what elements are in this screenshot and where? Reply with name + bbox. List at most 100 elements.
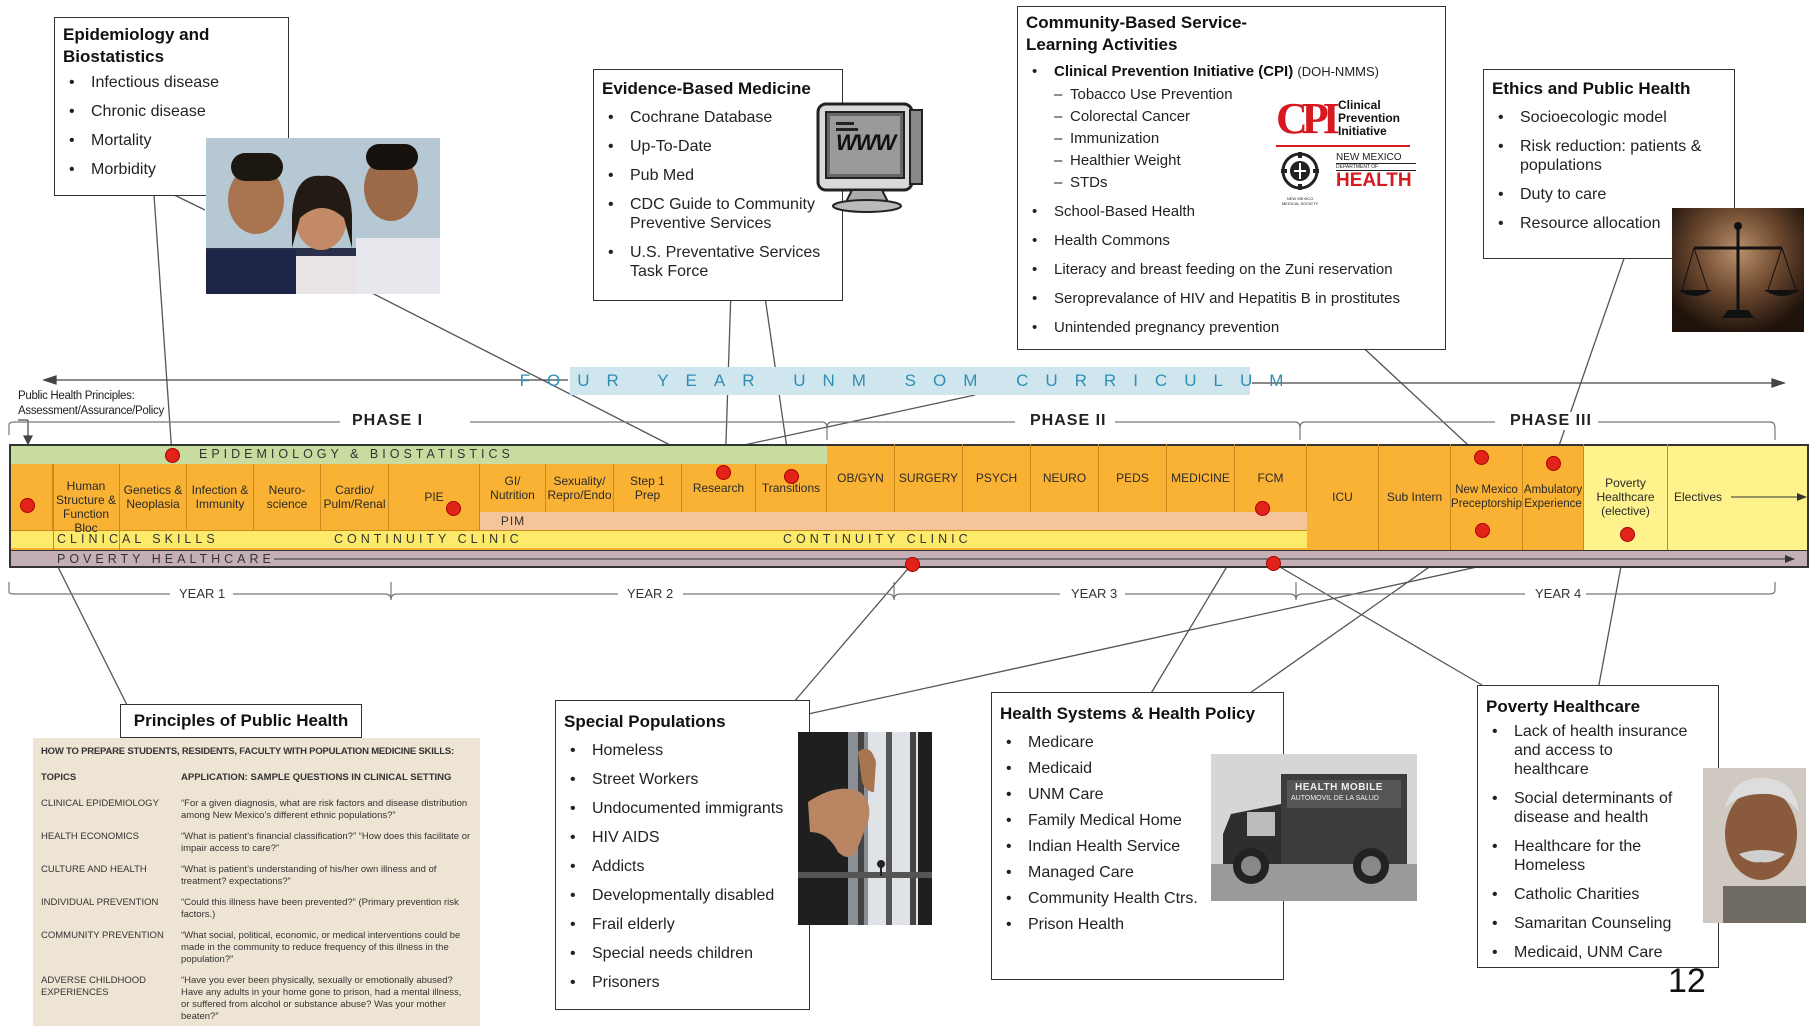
block-neuroscience[interactable]: Neuro-science [254,464,321,530]
block-transitions[interactable]: Transitions [756,464,827,512]
evidence-based-medicine-box: Evidence-Based Medicine Cochrane Databas… [593,69,843,301]
phase-3-label: PHASE III [1504,412,1598,430]
list-item: Family Medical Home [1000,811,1275,830]
block-icu[interactable]: ICU [1307,444,1379,550]
list-item: Clinical Prevention Initiative (CPI) (DO… [1026,62,1437,81]
list-item: Prisoners [564,973,801,992]
list-item: Medicare [1000,733,1275,752]
poverty-healthcare-label: POVERTY HEALTHCARE [57,552,275,566]
marker-dot [1620,527,1635,542]
table-row: INDIVIDUAL PREVENTION “Could this illnes… [41,897,459,920]
hs-box-title: Health Systems & Health Policy [1000,704,1256,723]
table-row: CLINICAL EPIDEMIOLOGY “For a given diagn… [41,798,468,821]
table-row: HEALTH ECONOMICS “What is patient’s fina… [41,831,471,854]
prison-bars-photo [798,732,932,925]
list-item: Managed Care [1000,863,1275,882]
list-item: STDs [1026,173,1437,192]
list-item: Mortality [63,131,280,150]
computer-monitor-icon: www [812,100,927,215]
block-obgyn[interactable]: OB/GYN [827,444,895,512]
poverty-healthcare-box: Poverty Healthcare Lack of health insura… [1477,685,1719,968]
list-item: Homeless [564,741,801,760]
marker-dot [784,469,799,484]
man-portrait-photo [1703,768,1806,923]
list-item: Risk reduction: patients & populations [1492,137,1720,175]
list-item: Catholic Charities [1486,885,1710,904]
year-2-label: YEAR 2 [622,586,679,601]
block-poverty-elective[interactable]: Poverty Healthcare (elective) [1584,444,1668,550]
block-ambulatory[interactable]: Ambulatory Experience [1523,444,1584,550]
block-genetics-neoplasia[interactable]: Genetics & Neoplasia [120,464,187,530]
block-electives[interactable]: Electives [1673,490,1723,504]
monitor-www-text: www [836,130,896,155]
curriculum-grid: PIM CLINICAL SKILLS CONTINUITY CLINIC CO… [9,444,1809,574]
epidemiology-band-label: EPIDEMIOLOGY & BIOSTATISTICS [199,447,514,461]
phase-2-label: PHASE II [1024,412,1113,430]
pph-title: Principles of Public Health [133,711,349,730]
block-gi-nutrition[interactable]: GI/ Nutrition [480,464,546,512]
truck-sign-1: HEALTH MOBILE [1295,782,1383,793]
table-header-row: TOPICS APPLICATION: SAMPLE QUESTIONS IN … [41,772,472,784]
block-medicine[interactable]: MEDICINE [1167,444,1235,512]
seal-caption: NEW MEXICO MEDICAL SOCIETY [1281,196,1319,206]
cpi-logo-mark: CPI [1276,94,1340,143]
continuity-clinic-label-1: CONTINUITY CLINIC [334,532,523,546]
block-surgery[interactable]: SURGERY [895,444,963,512]
poverty-arrow [274,555,1795,563]
list-item: Colorectal Cancer [1026,107,1437,126]
block-sub-intern[interactable]: Sub Intern [1379,444,1451,550]
col-topics: TOPICS [41,772,77,783]
block-step1-prep[interactable]: Step 1 Prep [614,464,682,512]
block-pie[interactable]: PIE [389,464,480,530]
list-item: Special needs children [564,944,801,963]
community-service-learning-box: Community-Based Service-Learning Activit… [1017,6,1446,350]
medical-society-seal-icon: NEW MEXICO MEDICAL SOCIETY [1280,151,1320,206]
block-fcm[interactable]: FCM [1235,444,1307,512]
table-heading: HOW TO PREPARE STUDENTS, RESIDENTS, FACU… [41,746,455,757]
list-item: Lack of health insurance and access to h… [1486,722,1689,779]
list-item: School-Based Health [1026,202,1437,221]
year-1-label: YEAR 1 [174,586,231,601]
list-item: Health Commons [1026,231,1437,250]
pim-label: PIM [500,514,526,528]
block-nm-preceptorship[interactable]: New Mexico Preceptorship [1451,444,1523,550]
list-item: U.S. Preventative Services Task Force [602,243,840,281]
marker-dot [905,557,920,572]
marker-dot [716,465,731,480]
ethics-public-health-box: Ethics and Public Health Socioecologic m… [1483,69,1735,259]
block-neuro[interactable]: NEURO [1031,444,1099,512]
block-cardio-pulm-renal[interactable]: Cardio/ Pulm/Renal [321,464,389,530]
list-item: Cochrane Database [602,108,834,127]
block-psych[interactable]: PSYCH [963,444,1031,512]
block-peds[interactable]: PEDS [1099,444,1167,512]
list-item: Chronic disease [63,102,280,121]
block-human-structure[interactable]: Human Structure & Function Bloc [53,464,120,550]
epidemiology-box-title: Epidemiology and Biostatistics [63,25,210,66]
truck-sign-2: AUTOMOVIL DE LA SALUD [1291,795,1379,802]
list-item: Indian Health Service [1000,837,1275,856]
list-item: Tobacco Use Prevention [1026,85,1437,104]
list-item: Frail elderly [564,915,801,934]
list-item: Unintended pregnancy prevention [1026,318,1437,337]
block-research[interactable]: Research [682,464,756,512]
sp-box-title: Special Populations [564,712,726,731]
table-row: COMMUNITY PREVENTION “What social, polit… [41,930,461,965]
list-item: Pub Med [602,166,834,185]
block-infection-immunity[interactable]: Infection & Immunity [187,464,254,530]
list-item: Social determinants of disease and healt… [1486,789,1689,827]
list-item: Immunization [1026,129,1437,148]
year-3-label: YEAR 3 [1066,586,1123,601]
principles-public-health-title-box: Principles of Public Health [120,704,362,738]
cpi-logo: CPI Clinical Prevention Initiative [1276,95,1416,151]
phase-1-label: PHASE I [346,412,430,430]
marker-dot [1255,501,1270,516]
marker-dot [20,498,35,513]
marker-dot [1546,456,1561,471]
table-row: ADVERSE CHILDHOOD EXPERIENCES “Have you … [41,975,462,1022]
electives-arrow [1731,493,1807,501]
block-sexuality-repro[interactable]: Sexuality/ Repro/Endo [546,464,614,512]
list-item: Morbidity [63,160,280,179]
list-item: Literacy and breast feeding on the Zuni … [1026,260,1437,279]
list-item: Addicts [564,857,801,876]
list-item: UNM Care [1000,785,1275,804]
